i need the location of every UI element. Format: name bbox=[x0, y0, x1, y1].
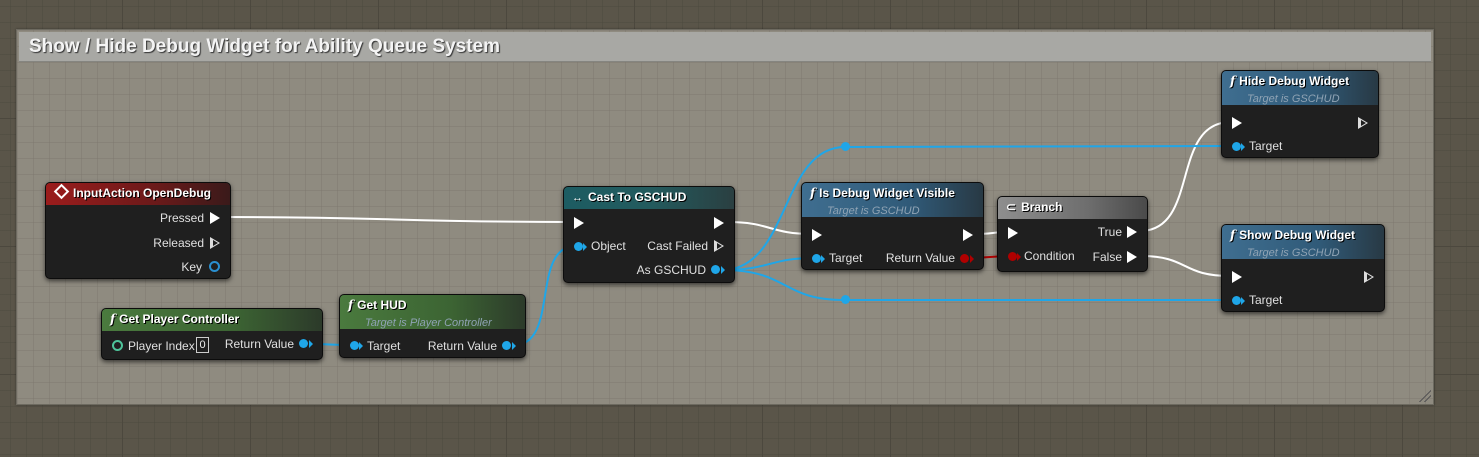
player-index-pin[interactable] bbox=[112, 340, 123, 351]
node-branch[interactable]: ⊂ Branch Condition True False bbox=[997, 196, 1148, 272]
function-icon: f bbox=[1230, 228, 1236, 242]
player-index-input[interactable]: 0 bbox=[196, 337, 209, 353]
function-icon: f bbox=[1230, 74, 1236, 88]
released-exec-pin-inner bbox=[213, 240, 218, 246]
visible-exec-out-pin[interactable] bbox=[963, 229, 973, 241]
cast-failed-exec-pin-inner bbox=[717, 243, 722, 249]
pin-label-condition: Condition bbox=[1024, 249, 1075, 263]
cast-exec-in-pin[interactable] bbox=[574, 217, 584, 229]
node-title: Show Debug Widget bbox=[1239, 228, 1356, 242]
node-title: InputAction OpenDebug bbox=[73, 186, 211, 200]
node-title: Branch bbox=[1021, 200, 1063, 214]
node-subtitle: Target is Player Controller bbox=[365, 317, 492, 329]
pin-label-cast-failed: Cast Failed bbox=[647, 239, 708, 253]
pin-label-target: Target bbox=[1249, 293, 1283, 307]
reroute-knot-top[interactable] bbox=[841, 142, 850, 151]
diamond-icon bbox=[53, 183, 70, 200]
comment-title[interactable]: Show / Hide Debug Widget for Ability Que… bbox=[19, 32, 1431, 62]
show-exec-in-pin[interactable] bbox=[1232, 271, 1242, 283]
visible-exec-in-pin[interactable] bbox=[812, 229, 822, 241]
target-pin[interactable] bbox=[1232, 296, 1241, 305]
condition-pin[interactable] bbox=[1008, 252, 1017, 261]
target-pin[interactable] bbox=[1232, 142, 1241, 151]
node-inputaction-opendebug[interactable]: InputAction OpenDebug Pressed Released K… bbox=[45, 182, 231, 279]
node-subtitle: Target is GSCHUD bbox=[827, 205, 920, 217]
target-pin-arrow bbox=[1241, 297, 1245, 305]
pin-label-pressed: Pressed bbox=[159, 211, 204, 225]
return-value-pin[interactable] bbox=[502, 341, 511, 350]
function-icon: f bbox=[810, 186, 816, 200]
branch-exec-in-pin[interactable] bbox=[1008, 227, 1018, 239]
object-pin[interactable] bbox=[574, 242, 583, 251]
pin-label-released: Released bbox=[153, 236, 204, 250]
node-title: Hide Debug Widget bbox=[1239, 74, 1350, 88]
function-icon: f bbox=[348, 298, 354, 312]
pin-label-as-gschud: As GSCHUD bbox=[636, 263, 706, 277]
node-title: Is Debug Widget Visible bbox=[819, 186, 955, 200]
node-title: Cast To GSCHUD bbox=[588, 190, 687, 204]
return-value-pin-arrow bbox=[970, 255, 974, 263]
cast-exec-out-pin[interactable] bbox=[714, 217, 724, 229]
pin-label-target: Target bbox=[829, 251, 863, 265]
return-value-pin[interactable] bbox=[960, 254, 969, 263]
return-value-pin[interactable] bbox=[299, 339, 308, 348]
pressed-exec-pin[interactable] bbox=[210, 212, 220, 224]
target-pin-arrow bbox=[821, 255, 825, 263]
pin-label-target: Target bbox=[1249, 139, 1283, 153]
node-title: Get Player Controller bbox=[119, 312, 240, 326]
condition-pin-arrow bbox=[1017, 253, 1021, 261]
show-exec-out-pin-inner bbox=[1367, 274, 1372, 280]
target-pin-arrow bbox=[359, 342, 363, 350]
pin-label-key: Key bbox=[181, 260, 202, 274]
pin-label-false: False bbox=[1092, 250, 1122, 264]
return-value-pin-arrow bbox=[512, 342, 516, 350]
target-pin[interactable] bbox=[350, 341, 359, 350]
pin-label-return-value: Return Value bbox=[224, 337, 294, 351]
function-icon: f bbox=[110, 312, 116, 326]
true-exec-pin[interactable] bbox=[1127, 226, 1137, 238]
hide-exec-in-pin[interactable] bbox=[1232, 117, 1242, 129]
false-exec-pin[interactable] bbox=[1127, 251, 1137, 263]
pin-label-target: Target bbox=[367, 339, 401, 353]
pin-label-true: True bbox=[1097, 225, 1122, 239]
reroute-knot-bottom[interactable] bbox=[841, 295, 850, 304]
node-subtitle: Target is GSCHUD bbox=[1247, 93, 1340, 105]
pin-label-return-value: Return Value bbox=[427, 339, 497, 353]
key-pin[interactable] bbox=[209, 261, 220, 272]
node-subtitle: Target is GSCHUD bbox=[1247, 247, 1340, 259]
target-pin[interactable] bbox=[812, 254, 821, 263]
as-gschud-pin-arrow bbox=[721, 266, 725, 274]
branch-icon: ⊂ bbox=[1006, 200, 1017, 214]
pin-label-object: Object bbox=[591, 239, 626, 253]
return-value-pin-arrow bbox=[309, 340, 313, 348]
resize-grip-icon[interactable] bbox=[1419, 390, 1431, 402]
object-pin-arrow bbox=[583, 243, 587, 251]
pin-label-return-value: Return Value bbox=[885, 251, 955, 265]
node-cast-to-gschud[interactable]: ↔ Cast To GSCHUD Object Cast Failed As GS… bbox=[563, 186, 735, 283]
pin-label-player-index: Player Index bbox=[128, 339, 195, 353]
hide-exec-out-pin-inner bbox=[1361, 120, 1366, 126]
target-pin-arrow bbox=[1241, 143, 1245, 151]
as-gschud-pin[interactable] bbox=[711, 265, 720, 274]
node-title: Get HUD bbox=[357, 298, 407, 312]
cast-arrows-icon: ↔ bbox=[572, 192, 583, 204]
